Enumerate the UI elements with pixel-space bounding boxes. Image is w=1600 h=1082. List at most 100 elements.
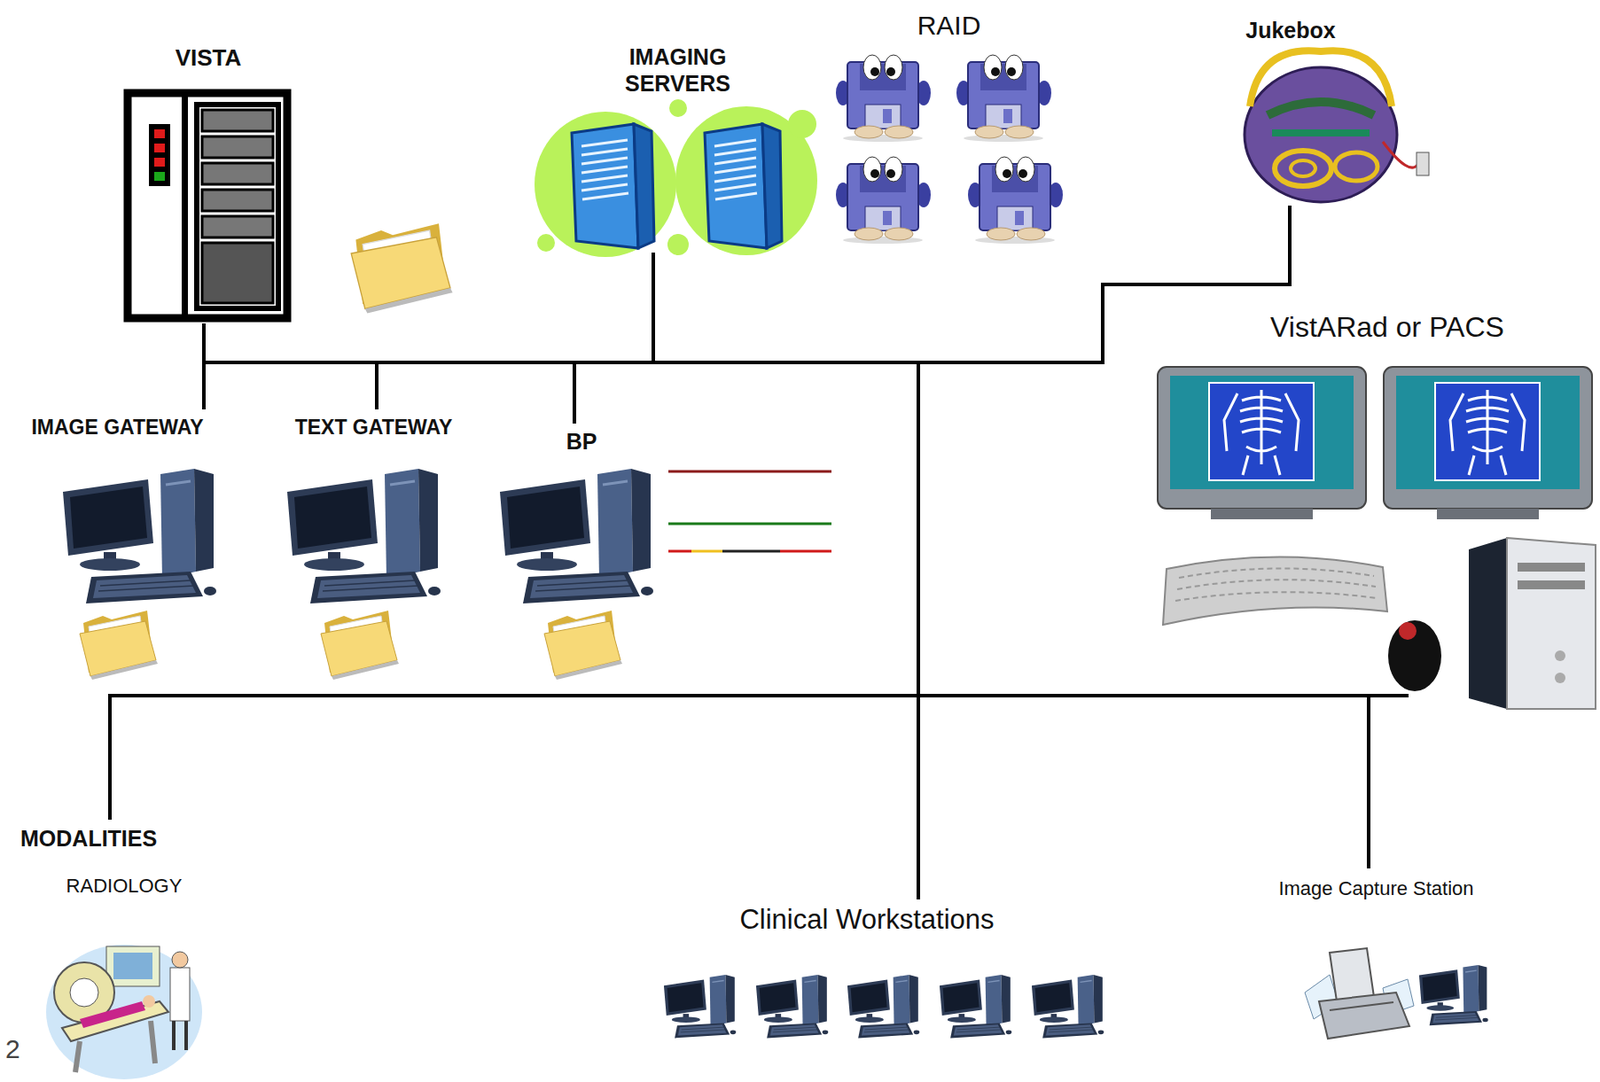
device-node: Jukebox xyxy=(1223,13,1428,206)
network-link xyxy=(203,323,575,424)
node-label: BP xyxy=(515,428,648,455)
radiology-modality-part xyxy=(170,967,190,1022)
device-node: VistARad or PACS xyxy=(1152,301,1596,714)
radiology-modality xyxy=(46,944,203,1080)
imaging-servers-part xyxy=(704,124,767,249)
imaging-servers-part xyxy=(788,109,817,139)
raid-disks-part xyxy=(835,156,931,244)
imaging-servers-part xyxy=(669,99,687,118)
gateway-computers-part xyxy=(544,610,623,680)
network-link xyxy=(918,695,1153,900)
vista-server-part xyxy=(127,93,288,319)
network-link xyxy=(203,323,377,410)
node-label: VISTA xyxy=(124,44,293,72)
illustration-layer-part xyxy=(351,223,453,313)
gateway-computers-part xyxy=(62,468,217,604)
vistarad-workstation-part xyxy=(1398,622,1417,640)
vistarad-workstation-part xyxy=(1554,650,1566,662)
radiology-modality-part xyxy=(46,944,203,1080)
gateway-computers xyxy=(62,468,654,680)
slide-number: 2 xyxy=(5,1033,21,1066)
vista-server-part xyxy=(202,189,274,211)
node-label: Jukebox xyxy=(1223,16,1359,44)
jukebox-icon-part xyxy=(1416,152,1429,176)
vista-server-part xyxy=(202,109,274,132)
bp-lines-part xyxy=(668,522,832,526)
vistarad-workstation-part xyxy=(1175,568,1378,601)
device-node: MODALITIESRADIOLOGY xyxy=(17,819,231,1080)
vista-server-part xyxy=(196,104,279,309)
image-capture-station-part xyxy=(1329,948,1374,1002)
device-node: Clinical Workstations xyxy=(660,899,1104,1051)
network-link xyxy=(109,695,919,900)
vista-server-part xyxy=(154,171,165,181)
vista-server-part xyxy=(202,136,274,158)
bp-lines-part xyxy=(668,470,832,474)
clinical-workstations-part xyxy=(939,975,1012,1039)
imaging-servers-part xyxy=(667,234,689,256)
device-node: Image Capture Station xyxy=(1258,868,1494,1046)
imaging-servers-part xyxy=(581,140,629,200)
radiology-modality-part xyxy=(70,978,99,1007)
imaging-servers xyxy=(534,99,818,258)
bp-lines xyxy=(668,471,832,552)
imaging-servers-part xyxy=(633,124,655,249)
network-link xyxy=(203,205,1290,363)
imaging-servers-part xyxy=(571,124,639,249)
device-node: IMAGE GATEWAY xyxy=(17,409,227,683)
bp-lines-part xyxy=(668,550,692,554)
vista-server-part xyxy=(154,129,165,139)
vista-server-part xyxy=(154,143,165,153)
network-link xyxy=(918,695,1369,900)
vista-server-part xyxy=(202,242,274,304)
radiology-modality-part xyxy=(173,1021,187,1051)
vista-server-part xyxy=(202,216,274,238)
node-label: RAID xyxy=(831,9,1067,42)
raid-disks-part xyxy=(956,54,1052,142)
jukebox-icon-part xyxy=(1290,160,1316,177)
vista-server-part xyxy=(154,157,165,167)
clinical-workstations-part xyxy=(1031,975,1104,1039)
vistarad-workstation-part xyxy=(1388,620,1442,692)
radiology-modality-part xyxy=(171,952,188,968)
radiology-modality-part xyxy=(75,1021,156,1073)
raid-disks-part xyxy=(967,156,1063,244)
imaging-servers-part xyxy=(714,140,758,200)
vistarad-workstation xyxy=(1157,366,1596,710)
jukebox-icon-part xyxy=(1382,141,1419,168)
radiology-modality-part xyxy=(79,1001,146,1029)
gateway-computers-part xyxy=(320,610,399,680)
vista-server-part xyxy=(148,124,171,187)
vistarad-workstation-part xyxy=(1554,672,1566,684)
device-node: BP xyxy=(496,423,648,683)
imaging-servers-part xyxy=(762,124,782,249)
jukebox-icon-part xyxy=(1244,67,1398,203)
bp-lines-part xyxy=(668,496,832,500)
jukebox-icon-part xyxy=(1334,152,1378,181)
image-capture-station xyxy=(1304,948,1489,1039)
jukebox-icon-part xyxy=(1267,101,1374,116)
device-node: RAID xyxy=(831,4,1067,249)
device-node: IMAGING SERVERS xyxy=(535,39,817,253)
clinical-workstations-part xyxy=(663,975,736,1039)
gateway-computers-part xyxy=(287,468,441,604)
node-label: IMAGING SERVERS xyxy=(591,43,765,97)
network-link xyxy=(203,323,919,900)
vista-server-part xyxy=(202,163,274,185)
jukebox-icon-part xyxy=(1274,150,1332,187)
vistarad-workstation-part xyxy=(1157,366,1366,520)
image-capture-station-part xyxy=(1419,965,1489,1026)
bp-lines-part xyxy=(691,550,723,554)
raid-disks xyxy=(835,54,1063,244)
node-label: MODALITIES xyxy=(20,825,225,852)
gateway-computers-part xyxy=(79,610,158,680)
bp-lines-part xyxy=(722,550,781,554)
radiology-modality-part xyxy=(106,946,160,987)
imaging-servers-part xyxy=(537,234,555,252)
network-link xyxy=(203,252,654,363)
imaging-servers-part xyxy=(675,106,818,256)
device-node: VISTA xyxy=(124,39,293,324)
vistarad-workstation-part xyxy=(1468,538,1507,710)
clinical-workstations-part xyxy=(756,975,828,1039)
